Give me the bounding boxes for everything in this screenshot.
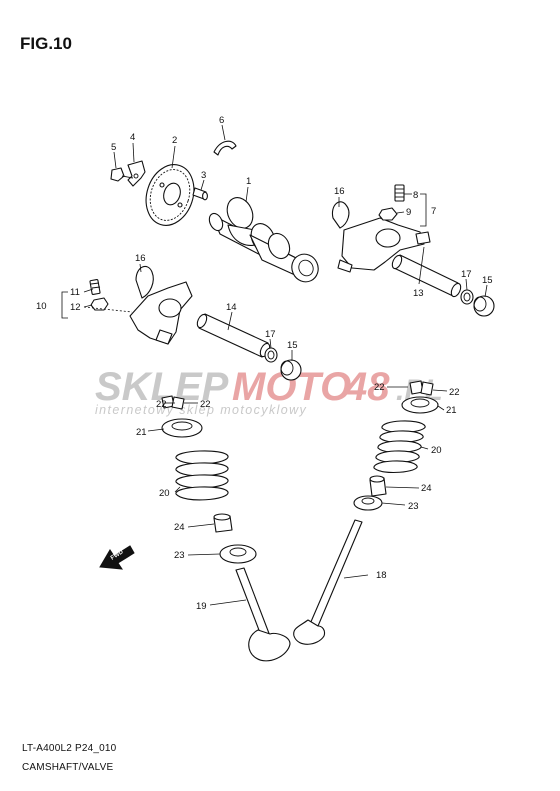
callout-11: 11 <box>70 287 80 298</box>
watermark-brand-part3: 48 <box>344 365 390 409</box>
callout-5: 5 <box>111 142 116 153</box>
dowel-pin-part <box>192 187 208 201</box>
clip-right-part <box>415 231 431 245</box>
callout-8: 8 <box>413 190 418 201</box>
callout-7: 7 <box>431 206 436 217</box>
callout-22-right-a: 22 <box>374 382 385 393</box>
callout-10: 10 <box>36 301 47 312</box>
callout-19: 19 <box>196 601 207 612</box>
callout-9: 9 <box>406 207 411 218</box>
callout-numbers: 1 2 3 4 5 6 7 8 9 10 11 12 13 14 15 15 1… <box>36 115 493 612</box>
lock-nut-right-part <box>378 207 398 221</box>
callout-22-left-b: 22 <box>200 399 211 410</box>
callout-16-left: 16 <box>135 253 146 264</box>
cap-right-part <box>473 295 495 317</box>
exhaust-valve-part <box>293 519 363 645</box>
callout-6: 6 <box>219 115 224 126</box>
callout-20-right: 20 <box>431 445 442 456</box>
rocker-shaft-right-part <box>391 254 462 298</box>
callout-4: 4 <box>130 132 135 143</box>
c-ring-part <box>213 140 237 156</box>
intake-valve-part <box>235 567 291 662</box>
spring-seat-right-part <box>353 495 383 511</box>
callout-17-left: 17 <box>265 329 276 340</box>
callout-22-left-a: 22 <box>156 399 167 410</box>
oil-seal-left-part <box>135 265 154 299</box>
callout-18: 18 <box>376 570 387 581</box>
adjust-screw-left-part <box>89 279 101 295</box>
spring-right-part <box>373 420 426 474</box>
callout-23-left: 23 <box>174 550 185 561</box>
callout-13: 13 <box>413 288 424 299</box>
callout-17-right: 17 <box>461 269 472 280</box>
watermark: SKLEP MOTO 48 .PL internetowy sklep moto… <box>95 365 443 417</box>
callout-14: 14 <box>226 302 237 313</box>
cap-left-part <box>280 359 302 381</box>
section-name-label: CAMSHAFT/VALVE <box>22 762 114 773</box>
callout-22-right-b: 22 <box>449 387 460 398</box>
callout-2: 2 <box>172 135 177 146</box>
leader-lines <box>61 124 488 606</box>
cotter-left-part <box>161 395 185 410</box>
cotter-right-part <box>409 380 434 396</box>
callout-24-left: 24 <box>174 522 185 533</box>
stem-seal-right-part <box>369 475 387 497</box>
retainer-right-part <box>401 396 439 414</box>
sprocket-bolt-part <box>110 167 134 182</box>
retainer-left-part <box>161 418 203 438</box>
model-code-label: LT-A400L2 P24_010 <box>22 743 117 754</box>
cam-sprocket-part <box>145 164 195 226</box>
callout-15-right: 15 <box>482 275 493 286</box>
spring-seat-left-part <box>219 544 257 564</box>
figure-title: FIG.10 <box>20 34 72 53</box>
stem-seal-left-part <box>213 513 233 533</box>
spring-left-part <box>175 450 229 501</box>
callout-12: 12 <box>70 302 81 313</box>
callout-23-right: 23 <box>408 501 419 512</box>
rocker-arm-right-part <box>337 217 425 273</box>
callout-3: 3 <box>201 170 206 181</box>
forward-direction-marker: FWD <box>99 545 135 570</box>
lock-washer-part <box>127 160 146 187</box>
callout-15-left: 15 <box>287 340 298 351</box>
watermark-tagline: internetowy sklep motocyklowy <box>95 403 307 417</box>
watermark-brand-part1: SKLEP <box>95 365 229 409</box>
callout-1: 1 <box>246 176 251 187</box>
callout-16-right: 16 <box>334 186 345 197</box>
o-ring-left-part <box>264 347 278 363</box>
oil-seal-right-part <box>331 201 350 229</box>
callout-24-right: 24 <box>421 483 432 494</box>
o-ring-right-part <box>460 289 474 305</box>
callout-21-right: 21 <box>446 405 457 416</box>
rocker-arm-left-part <box>129 281 193 345</box>
adjust-screw-right-part <box>394 184 405 202</box>
callout-20-left: 20 <box>159 488 170 499</box>
camshaft-part <box>208 197 319 283</box>
callout-21-left: 21 <box>136 427 147 438</box>
rocker-shaft-left-part <box>196 313 271 358</box>
